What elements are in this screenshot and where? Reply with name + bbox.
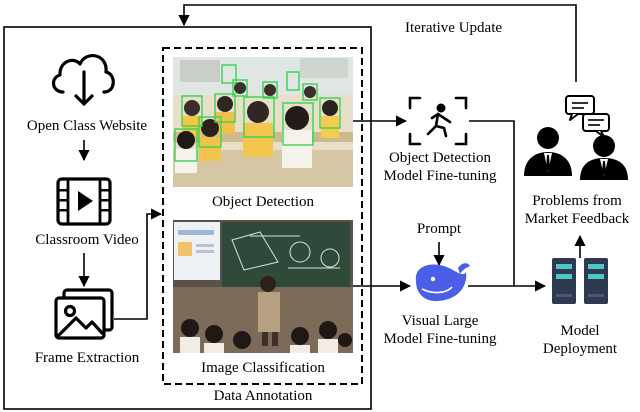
business-people-icon [524, 95, 628, 180]
iterative-update-arrow [178, 4, 577, 82]
object-detection-photo [173, 57, 353, 187]
label-problems-line2: Market Feedback [524, 211, 630, 227]
label-frame-extraction: Frame Extraction [34, 350, 140, 366]
video-player-icon [56, 177, 112, 226]
label-vlm-line2: Model Fine-tuning [383, 331, 497, 347]
label-od-finetune-line1: Object Detection [388, 150, 492, 166]
arrow-frames-to-annotation [114, 208, 163, 320]
label-data-annotation: Data Annotation [213, 388, 313, 404]
image-gallery-icon [54, 288, 114, 340]
label-deploy-line2: Deployment [542, 341, 618, 357]
label-iterative-update: Iterative Update [405, 20, 503, 36]
label-open-class-website: Open Class Website [26, 118, 148, 134]
person-detection-icon [408, 96, 468, 146]
cloud-download-icon [52, 54, 115, 106]
data-annotation-box [162, 47, 363, 385]
label-vlm-line1: Visual Large [401, 313, 479, 329]
deepseek-whale-icon [415, 263, 470, 302]
label-problems-line1: Problems from [532, 193, 622, 209]
label-prompt: Prompt [416, 221, 462, 237]
label-object-detection: Object Detection [211, 194, 315, 210]
label-od-finetune-line2: Model Fine-tuning [383, 168, 497, 184]
image-classification-photo [173, 220, 353, 353]
label-image-classification: Image Classification [201, 360, 325, 376]
label-deploy-line1: Model [560, 323, 600, 339]
outer-pipeline-box [3, 26, 372, 410]
server-icon [552, 258, 608, 304]
label-classroom-video: Classroom Video [35, 232, 139, 248]
arrow-od-finetune-to-deploy [469, 120, 547, 292]
